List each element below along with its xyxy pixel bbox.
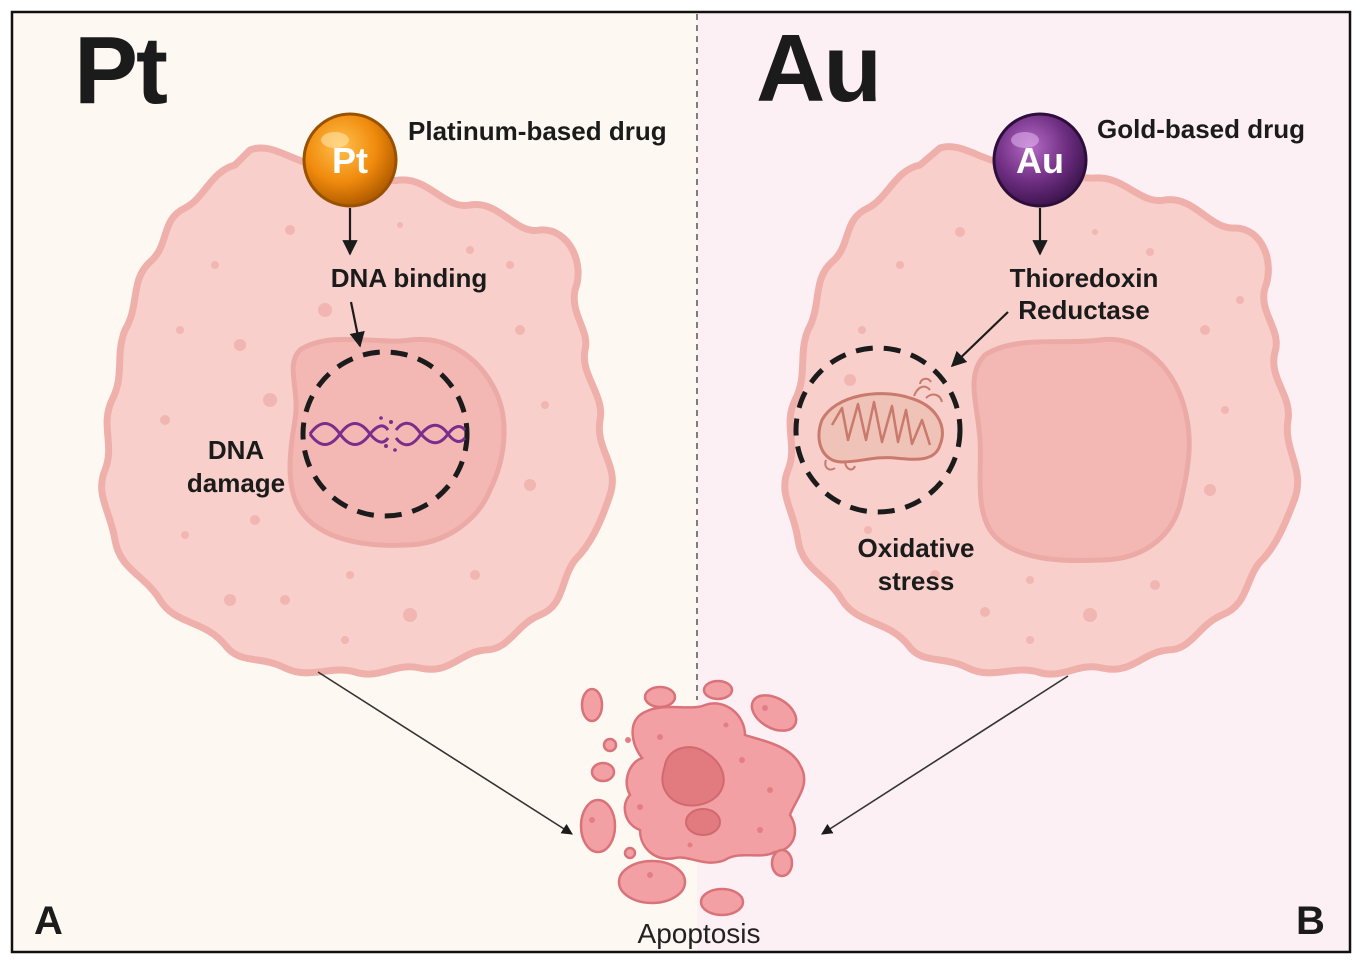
left-nucleus <box>287 336 507 548</box>
dna-damage-label-line1: DNA <box>208 435 265 465</box>
figure-border <box>10 10 1352 954</box>
dna-helix-icon <box>308 421 467 447</box>
dna-binding-label: DNA binding <box>331 263 487 293</box>
right-stress-ring <box>793 345 963 515</box>
arrow-thioredoxin-to-mitochondrion <box>950 311 1009 368</box>
left-damage-ring <box>300 349 470 519</box>
thioredoxin-label-line1: Thioredoxin <box>1010 263 1159 293</box>
arrow-dna-binding-to-nucleus <box>349 301 365 348</box>
apoptotic-cell-icon <box>579 679 806 917</box>
dna-break-fragments <box>379 416 397 452</box>
left-cell <box>98 144 616 678</box>
panel-b-letter: B <box>1296 899 1325 943</box>
left-metal-symbol: Pt <box>74 17 167 124</box>
oxidative-stress-label-line1: Oxidative <box>857 533 974 563</box>
oxidative-stress-label-line2: stress <box>878 566 955 596</box>
platinum-drug-label: Platinum-based drug <box>408 116 667 146</box>
pt-ion-icon <box>302 112 398 208</box>
mitochondrion-icon <box>817 377 944 471</box>
au-ion-symbol: Au <box>1016 140 1064 181</box>
apoptosis-label: Apoptosis <box>638 918 761 949</box>
pt-ion-symbol: Pt <box>332 140 368 181</box>
panel-a-letter: A <box>34 899 63 943</box>
au-ion-icon <box>992 112 1088 208</box>
thioredoxin-label-line2: Reductase <box>1018 295 1150 325</box>
arrow-right-cell-to-apoptosis <box>821 675 1069 835</box>
dna-damage-label-line2: damage <box>187 468 285 498</box>
right-metal-symbol: Au <box>756 15 880 122</box>
apoptotic-fragments-inner <box>589 705 773 878</box>
arrow-left-cell-to-apoptosis <box>317 671 573 835</box>
gold-drug-label: Gold-based drug <box>1097 114 1305 144</box>
right-nucleus <box>971 336 1192 564</box>
right-cell <box>781 143 1302 678</box>
